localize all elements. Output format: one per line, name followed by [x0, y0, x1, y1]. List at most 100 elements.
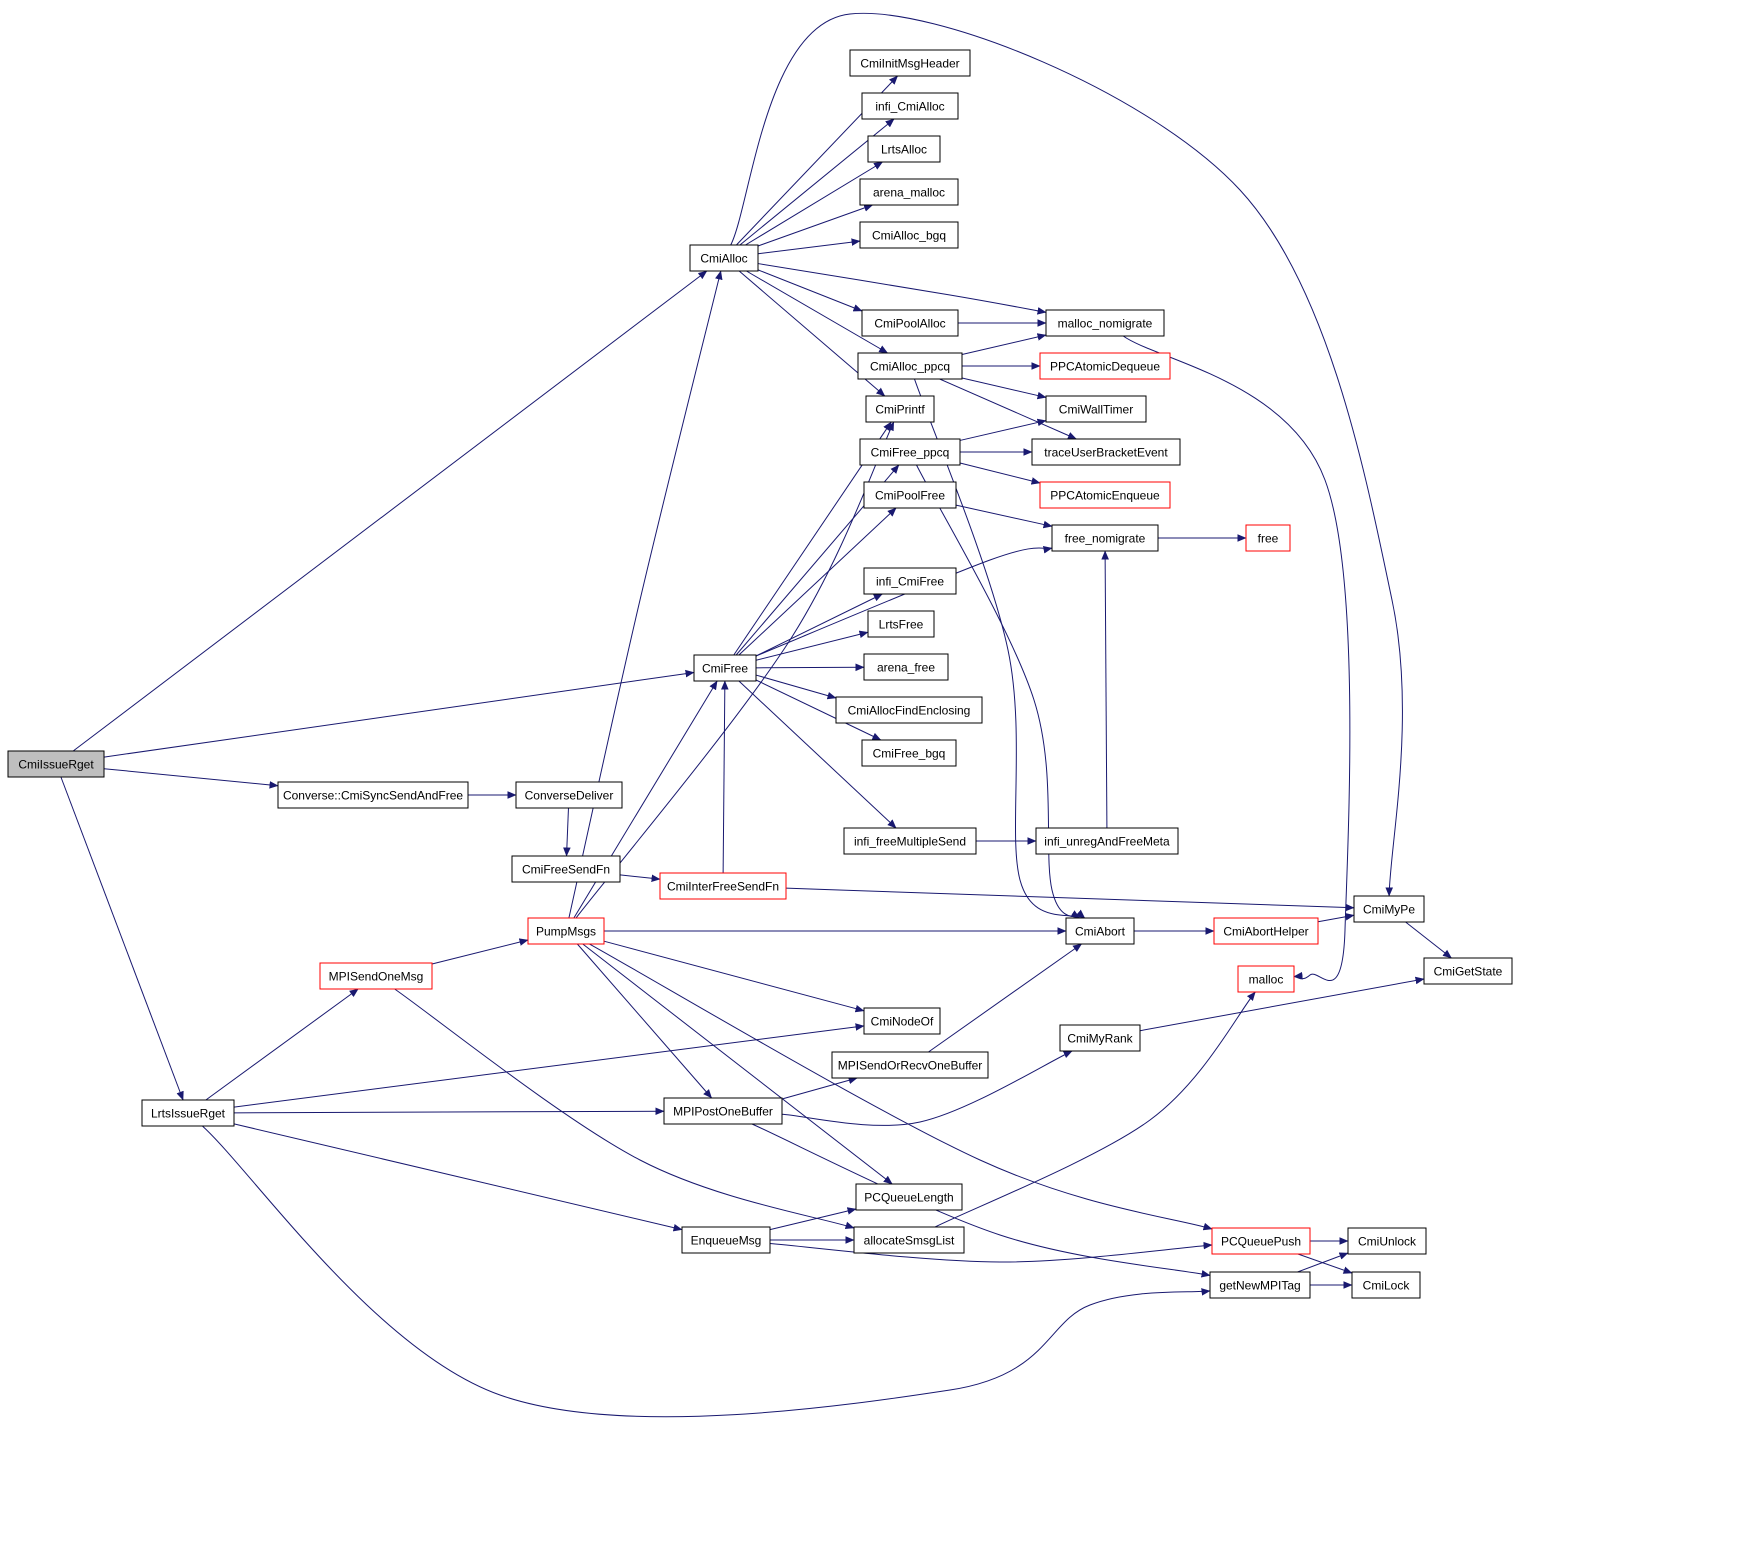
- edge-CmiIssueRget-LrtsIssueRget: [60, 776, 184, 1101]
- edge-PumpMsgs-CmiAlloc: [568, 270, 723, 919]
- node-label-malloc: malloc: [1249, 973, 1284, 987]
- node-ConverseCmiSyncSendAndFree[interactable]: Converse::CmiSyncSendAndFree: [277, 781, 469, 809]
- node-PPCAtomicEnqueue[interactable]: PPCAtomicEnqueue: [1039, 481, 1171, 509]
- node-CmiPoolAlloc[interactable]: CmiPoolAlloc: [861, 309, 959, 337]
- node-label-CmiUnlock: CmiUnlock: [1358, 1235, 1417, 1249]
- node-label-CmiInitMsgHeader: CmiInitMsgHeader: [860, 57, 959, 71]
- node-CmiAlloc[interactable]: CmiAlloc: [689, 244, 759, 272]
- node-arena_free[interactable]: arena_free: [863, 653, 949, 681]
- node-label-CmiFree_ppcq: CmiFree_ppcq: [871, 446, 950, 460]
- edge-CmiFreeSendFn-CmiInterFreeSendFn: [619, 874, 661, 883]
- edge-ConverseDeliver-CmiFreeSendFn: [563, 807, 571, 857]
- node-CmiWallTimer[interactable]: CmiWallTimer: [1045, 395, 1147, 423]
- edge-CmiPoolFree-free_nomigrate: [955, 504, 1053, 529]
- node-label-CmiPrintf: CmiPrintf: [875, 403, 925, 417]
- node-CmiFree_bgq[interactable]: CmiFree_bgq: [861, 739, 957, 767]
- node-label-CmiAlloc: CmiAlloc: [700, 252, 747, 266]
- node-CmiAbortHelper[interactable]: CmiAbortHelper: [1213, 917, 1319, 945]
- node-CmiMyRank[interactable]: CmiMyRank: [1059, 1024, 1141, 1052]
- edge-CmiMyPe-CmiGetState: [1405, 921, 1452, 959]
- node-label-MPISendOneMsg: MPISendOneMsg: [329, 970, 424, 984]
- node-PCQueueLength[interactable]: PCQueueLength: [855, 1183, 963, 1211]
- node-CmiNodeOf[interactable]: CmiNodeOf: [863, 1007, 941, 1035]
- node-CmiAllocFindEnclosing[interactable]: CmiAllocFindEnclosing: [835, 696, 983, 724]
- node-label-PCQueuePush: PCQueuePush: [1221, 1235, 1301, 1249]
- edge-CmiAbortHelper-CmiMyPe: [1317, 913, 1355, 923]
- edge-PumpMsgs-PCQueuePush: [589, 943, 1213, 1231]
- node-label-PPCAtomicDequeue: PPCAtomicDequeue: [1050, 360, 1160, 374]
- node-EnqueueMsg[interactable]: EnqueueMsg: [681, 1226, 771, 1254]
- node-CmiInitMsgHeader[interactable]: CmiInitMsgHeader: [849, 49, 971, 77]
- edge-CmiAlloc_ppcq-CmiAbort: [914, 378, 1081, 919]
- node-label-LrtsAlloc: LrtsAlloc: [881, 143, 927, 157]
- edge-PumpMsgs-CmiPrintf: [575, 421, 895, 919]
- node-label-ConverseDeliver: ConverseDeliver: [525, 789, 614, 803]
- node-LrtsFree[interactable]: LrtsFree: [867, 610, 935, 638]
- edge-CmiAlloc-CmiPoolAlloc: [757, 269, 863, 312]
- edge-malloc_nomigrate-malloc: [1122, 335, 1351, 981]
- edge-PumpMsgs-MPIPostOneBuffer: [576, 943, 713, 1099]
- node-MPISendOrRecvOneBuffer[interactable]: MPISendOrRecvOneBuffer: [831, 1051, 989, 1079]
- edge-CmiIssueRget-ConverseCmiSyncSendAndFree: [103, 768, 279, 789]
- node-CmiGetState[interactable]: CmiGetState: [1423, 957, 1513, 985]
- node-getNewMPITag[interactable]: getNewMPITag: [1209, 1271, 1311, 1299]
- node-ConverseDeliver[interactable]: ConverseDeliver: [515, 781, 623, 809]
- node-malloc_nomigrate[interactable]: malloc_nomigrate: [1045, 309, 1165, 337]
- node-CmiPrintf[interactable]: CmiPrintf: [865, 395, 935, 423]
- edge-CmiFree-CmiFree_bgq: [755, 679, 882, 741]
- node-label-CmiFree_bgq: CmiFree_bgq: [873, 747, 946, 761]
- node-label-LrtsIssueRget: LrtsIssueRget: [151, 1107, 226, 1121]
- edge-LrtsIssueRget-MPISendOneMsg: [205, 988, 359, 1101]
- node-LrtsIssueRget[interactable]: LrtsIssueRget: [141, 1099, 235, 1127]
- node-CmiAbort[interactable]: CmiAbort: [1065, 917, 1135, 945]
- node-CmiFree_ppcq[interactable]: CmiFree_ppcq: [859, 438, 961, 466]
- node-arena_malloc[interactable]: arena_malloc: [859, 178, 959, 206]
- node-infi_unregAndFreeMeta[interactable]: infi_unregAndFreeMeta: [1035, 827, 1179, 855]
- node-PCQueuePush[interactable]: PCQueuePush: [1211, 1227, 1311, 1255]
- node-label-infi_freeMultipleSend: infi_freeMultipleSend: [854, 835, 966, 849]
- node-CmiFreeSendFn[interactable]: CmiFreeSendFn: [511, 855, 621, 883]
- node-free[interactable]: free: [1245, 524, 1291, 552]
- node-CmiIssueRget[interactable]: CmiIssueRget: [7, 750, 105, 778]
- node-label-CmiAbortHelper: CmiAbortHelper: [1223, 925, 1308, 939]
- node-allocateSmsgList[interactable]: allocateSmsgList: [853, 1226, 965, 1254]
- node-free_nomigrate[interactable]: free_nomigrate: [1051, 524, 1159, 552]
- node-CmiInterFreeSendFn[interactable]: CmiInterFreeSendFn: [659, 872, 787, 900]
- node-infi_freeMultipleSend[interactable]: infi_freeMultipleSend: [843, 827, 977, 855]
- node-label-CmiNodeOf: CmiNodeOf: [871, 1015, 934, 1029]
- node-CmiAlloc_ppcq[interactable]: CmiAlloc_ppcq: [857, 352, 963, 380]
- node-CmiUnlock[interactable]: CmiUnlock: [1347, 1227, 1427, 1255]
- edge-CmiFree-CmiAllocFindEnclosing: [755, 674, 837, 700]
- edge-CmiAlloc_ppcq-malloc_nomigrate: [961, 333, 1047, 356]
- edge-CmiFree-arena_free: [755, 663, 865, 672]
- node-infi_CmiFree[interactable]: infi_CmiFree: [863, 567, 957, 595]
- edge-MPISendOrRecvOneBuffer-CmiAbort: [928, 943, 1082, 1053]
- node-label-EnqueueMsg: EnqueueMsg: [691, 1234, 762, 1248]
- node-MPISendOneMsg[interactable]: MPISendOneMsg: [319, 962, 433, 990]
- node-label-CmiAlloc_bgq: CmiAlloc_bgq: [872, 229, 946, 243]
- node-CmiMyPe[interactable]: CmiMyPe: [1353, 895, 1425, 923]
- edge-MPIPostOneBuffer-MPISendOrRecvOneBuffer: [781, 1076, 858, 1100]
- node-label-traceUserBracketEvent: traceUserBracketEvent: [1044, 446, 1168, 460]
- edge-CmiIssueRget-CmiFree: [103, 669, 695, 758]
- node-CmiPoolFree[interactable]: CmiPoolFree: [863, 481, 957, 509]
- edge-CmiFree-infi_CmiFree: [755, 593, 883, 657]
- node-label-ConverseCmiSyncSendAndFree: Converse::CmiSyncSendAndFree: [283, 789, 463, 803]
- node-CmiFree[interactable]: CmiFree: [693, 654, 757, 682]
- node-PumpMsgs[interactable]: PumpMsgs: [527, 917, 605, 945]
- node-PPCAtomicDequeue[interactable]: PPCAtomicDequeue: [1039, 352, 1171, 380]
- node-infi_CmiAlloc[interactable]: infi_CmiAlloc: [861, 92, 959, 120]
- edge-CmiIssueRget-CmiAlloc: [72, 270, 708, 752]
- node-CmiLock[interactable]: CmiLock: [1351, 1271, 1421, 1299]
- edge-EnqueueMsg-PCQueueLength: [769, 1207, 857, 1231]
- node-malloc[interactable]: malloc: [1237, 965, 1295, 993]
- node-CmiAlloc_bgq[interactable]: CmiAlloc_bgq: [859, 221, 959, 249]
- node-LrtsAlloc[interactable]: LrtsAlloc: [867, 135, 941, 163]
- node-traceUserBracketEvent[interactable]: traceUserBracketEvent: [1031, 438, 1181, 466]
- node-label-PPCAtomicEnqueue: PPCAtomicEnqueue: [1050, 489, 1160, 503]
- node-label-CmiPoolAlloc: CmiPoolAlloc: [874, 317, 945, 331]
- node-MPIPostOneBuffer[interactable]: MPIPostOneBuffer: [663, 1097, 783, 1125]
- node-label-infi_CmiFree: infi_CmiFree: [876, 575, 944, 589]
- node-layer: CmiIssueRget CmiInitMsgHeader infi_CmiAllo…: [7, 49, 1513, 1299]
- edge-MPISendOneMsg-allocateSmsgList: [394, 988, 855, 1230]
